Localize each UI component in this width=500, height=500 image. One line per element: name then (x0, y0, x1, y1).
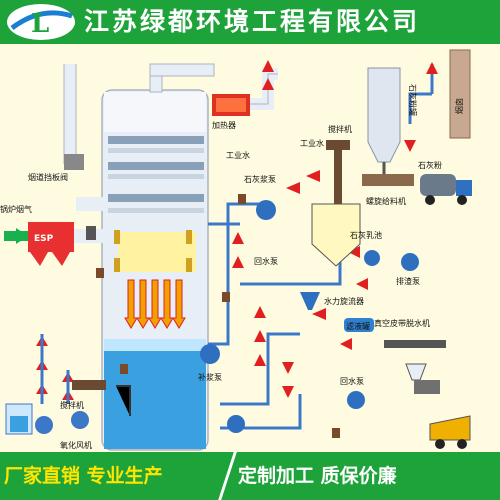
screw-feeder (362, 174, 414, 186)
slurry-pool (104, 349, 206, 449)
flow-arrows-top (262, 60, 274, 90)
lime-slurry-pump-icon (256, 200, 276, 220)
oxidation-area (5, 380, 131, 435)
desulfurization-diagram: 加热器 工业水 搅拌机 工业水 石灰粉罐 烟囱 烟道挡板阀 锅炉烟气 ESP 石… (0, 49, 472, 451)
company-logo: L (7, 4, 75, 40)
filtrate-tank (344, 318, 374, 332)
flow-arrows-right (232, 170, 368, 398)
dewatering-area (300, 292, 446, 394)
label-return-pump-2: 回水泵 (340, 376, 364, 386)
company-name: 江苏绿都环境工程有限公司 (84, 7, 421, 36)
label-boiler-flue-gas: 锅炉烟气 (0, 204, 32, 214)
spray-headers (114, 230, 192, 272)
spray-zone (118, 232, 196, 272)
circulation-pipes (208, 202, 342, 430)
dump-truck (429, 415, 471, 449)
header-bar: L 江苏绿都环境工程有限公司 (0, 0, 500, 44)
label-lime-slurry-pump: 石灰浆泵 (244, 174, 276, 184)
lime-slurry-tank (311, 140, 361, 267)
label-esp: ESP (34, 234, 54, 244)
demister-layers (108, 136, 204, 213)
return-pump-1-icon (364, 250, 380, 266)
logo-letter: L (31, 9, 49, 39)
label-hydrocyclone: 水力旋流器 (324, 296, 364, 306)
label-heater: 加热器 (212, 120, 236, 130)
footer-bar: 厂家直销 专业生产 定制加工 质保价廉 (0, 452, 500, 500)
label-stirrer-bottom: 搅拌机 (60, 400, 84, 410)
label-process-water-right: 工业水 (300, 138, 324, 148)
bottom-stirrer (72, 380, 106, 390)
label-vacuum-belt: 真空皮带脱水机 (374, 318, 430, 328)
label-chimney: 烟囱 (454, 98, 464, 114)
esp-unit (28, 222, 74, 252)
label-filtrate-tank: 滤液罐 (346, 321, 370, 331)
lime-silo (362, 67, 414, 186)
spray-arrows (124, 279, 186, 329)
chimney (449, 49, 471, 139)
valves (96, 194, 340, 438)
label-process-water-top: 工业水 (226, 150, 250, 160)
label-makeup-pump: 补浆泵 (198, 372, 222, 382)
drain-pump-icon (401, 253, 419, 271)
vacuum-belt (384, 340, 446, 348)
label-lime-slurry-tank: 石灰乳池 (350, 230, 382, 240)
return-pump-2-icon (347, 391, 365, 409)
footer-divider (218, 452, 237, 500)
left-pipes (40, 334, 70, 404)
makeup-pump-icon (200, 344, 220, 364)
label-oxidation-fan: 氧化风机 (60, 440, 92, 450)
label-flue-baffle: 烟道挡板阀 (28, 172, 68, 182)
lime-truck (420, 174, 472, 205)
label-drain-pump: 排渣泵 (396, 276, 420, 286)
label-lime-silo: 石灰粉罐 (408, 84, 418, 116)
slogan-left: 厂家直销 专业生产 (4, 465, 163, 487)
label-return-pump-1: 回水泵 (254, 256, 278, 266)
label-lime-truck: 石灰粉 (418, 160, 442, 170)
slogan-right: 定制加工 质保价廉 (238, 465, 397, 487)
flue-gas-inlet (4, 64, 104, 266)
label-stirrer-top: 搅拌机 (328, 124, 352, 134)
label-screw-feeder: 螺旋给料机 (366, 196, 406, 206)
pumps (200, 200, 419, 433)
